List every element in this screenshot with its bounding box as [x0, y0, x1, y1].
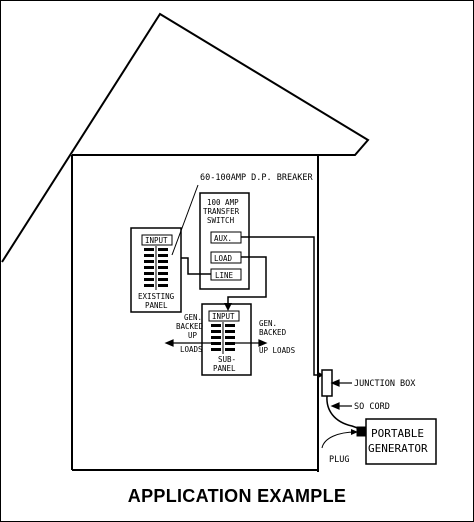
- sub-panel-breakers: [211, 324, 235, 351]
- transfer-switch-label-3: SWITCH: [207, 216, 235, 225]
- left-loads-label-3: UP: [188, 331, 198, 340]
- so-cord-label: SO CORD: [354, 402, 390, 412]
- plug-arrow: [351, 429, 358, 435]
- junction-box-label: JUNCTION BOX: [354, 379, 416, 389]
- line-label: LINE: [215, 271, 234, 280]
- load-arrows: [164, 339, 268, 347]
- sub-panel-label-2: PANEL: [213, 364, 236, 373]
- plug-leader: [321, 431, 357, 449]
- left-loads-label-1: GEN.: [184, 313, 202, 322]
- breaker-leader-line: [171, 184, 199, 256]
- house-outline: [1, 12, 370, 472]
- sub-panel: [201, 303, 252, 376]
- left-loads-label-4: LOADS: [180, 345, 203, 354]
- breaker-label: 60-100AMP D.P. BREAKER: [200, 173, 313, 183]
- plug: [356, 426, 367, 437]
- portable-generator: [365, 418, 437, 465]
- right-loads-label-1: GEN.: [259, 319, 277, 328]
- existing-panel-label-1: EXISTING: [138, 292, 175, 301]
- so-cord-arrow: [330, 402, 352, 410]
- generator-label-1: PORTABLE: [371, 427, 424, 440]
- transfer-switch-label-2: TRANSFER: [203, 207, 240, 216]
- existing-panel-breakers: [144, 248, 168, 287]
- aux-label: AUX.: [214, 234, 232, 243]
- subpanel-feed-arrow: [224, 303, 232, 311]
- sub-panel-label-1: SUB-: [218, 355, 236, 364]
- left-loads-label-2: BACKED: [176, 322, 204, 331]
- junction-box-arrow: [330, 379, 352, 387]
- sub-input-label: INPUT: [212, 312, 235, 321]
- existing-panel: [130, 227, 182, 313]
- existing-panel-label-2: PANEL: [145, 301, 168, 310]
- transfer-switch-label-1: 100 AMP: [207, 198, 239, 207]
- right-loads-label-2: BACKED: [259, 328, 287, 337]
- existing-input-label: INPUT: [145, 236, 168, 245]
- junction-feed-arrow: [318, 372, 324, 378]
- diagram-caption: APPLICATION EXAMPLE: [127, 486, 347, 506]
- generator-label-2: GENERATOR: [368, 442, 428, 455]
- load-label: LOAD: [214, 254, 233, 263]
- plug-label: PLUG: [329, 455, 349, 465]
- right-loads-label-3: UP LOADS: [259, 346, 296, 355]
